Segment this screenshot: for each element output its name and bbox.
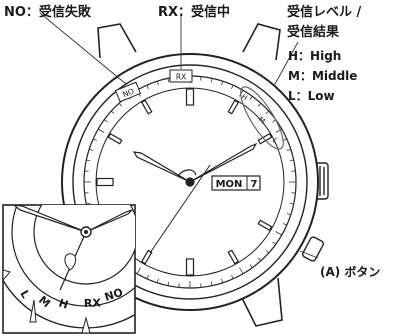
a-button — [302, 236, 324, 262]
m-mark: M — [257, 115, 267, 125]
inset-rx-mark: RX — [84, 296, 102, 310]
h-mark: H — [240, 93, 249, 103]
leader-lines — [39, 12, 319, 259]
level-result-title-1: 受信レベル / — [287, 4, 362, 20]
level-middle-label: M：Middle — [288, 69, 357, 83]
minute-tick — [210, 281, 213, 286]
minute-tick — [118, 102, 123, 107]
hour-index — [257, 219, 273, 232]
level-low-label: L：Low — [288, 89, 335, 103]
minute-tick — [289, 202, 294, 205]
hour-index — [185, 258, 195, 276]
l-mark: L — [270, 137, 279, 145]
second-hand — [149, 164, 211, 254]
watch-hands — [132, 142, 258, 254]
minute-tick — [156, 81, 159, 86]
minute-tick — [98, 128, 105, 133]
minute-tick — [146, 85, 149, 89]
minute-tick — [167, 281, 170, 286]
hour-index — [107, 132, 123, 145]
minute-tick — [86, 202, 91, 205]
minute-tick — [231, 275, 234, 279]
minute-tick — [156, 278, 159, 283]
hour-index — [227, 249, 240, 265]
minute-tick — [221, 81, 224, 86]
minute-tick — [265, 249, 270, 254]
day-window: MON — [216, 179, 243, 190]
hour-index — [96, 177, 114, 187]
day-date-window: MON 7 — [211, 175, 261, 191]
inset-detail: L M H RX NO — [2, 204, 136, 334]
minute-tick — [93, 138, 97, 141]
hour-index — [140, 249, 153, 265]
dial-status-markers: RX NO — [114, 69, 193, 103]
hand-pinion — [185, 177, 195, 187]
minute-tick — [210, 78, 213, 83]
hour-hand — [132, 151, 191, 183]
minute-tick — [167, 78, 170, 83]
minute-tick — [265, 110, 270, 115]
hour-indices — [96, 88, 273, 276]
minute-tick — [286, 148, 291, 151]
minute-tick — [239, 267, 244, 274]
inset-h-mark: H — [57, 296, 70, 311]
hour-index — [140, 99, 153, 115]
minute-tick — [221, 278, 224, 283]
minute-tick — [289, 159, 294, 162]
dial-level-markers: H M L — [240, 93, 279, 145]
minute-tick — [104, 119, 108, 123]
level-highlight — [240, 86, 284, 150]
date-window: 7 — [251, 179, 258, 190]
level-result-title-2: 受信結果 — [287, 24, 339, 40]
minute-tick — [86, 159, 91, 162]
minute-tick — [231, 85, 234, 89]
minute-tick — [257, 257, 262, 262]
minute-tick — [257, 102, 262, 107]
inset-no-mark: NO — [103, 286, 125, 304]
rx-mark: RX — [176, 73, 186, 82]
a-button-label: (A) ボタン — [320, 264, 380, 279]
no-mark: NO — [121, 87, 135, 100]
minute-tick — [110, 110, 115, 115]
minute-tick — [146, 275, 149, 279]
minute-tick — [136, 267, 141, 274]
minute-tick — [275, 231, 282, 236]
hour-index — [227, 99, 240, 115]
hour-index — [185, 88, 195, 106]
minute-tick — [89, 148, 94, 151]
minute-tick — [249, 264, 253, 268]
minute-tick — [249, 96, 253, 100]
minute-tick — [286, 213, 291, 216]
minute-tick — [283, 223, 287, 226]
rx-receiving-label: RX：受信中 — [158, 4, 230, 20]
no-failure-label: NO：受信失敗 — [4, 4, 92, 20]
minute-hand — [189, 142, 258, 183]
level-high-label: H：High — [288, 49, 341, 63]
minute-tick — [283, 138, 287, 141]
minute-tick — [272, 241, 276, 245]
